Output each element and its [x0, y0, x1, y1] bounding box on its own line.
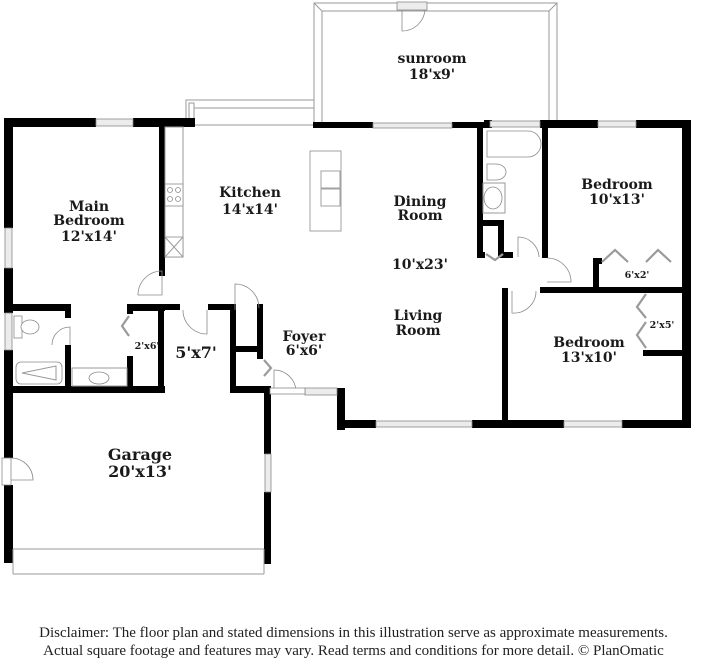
- disclaimer-line-2: Actual square footage and features may v…: [43, 643, 664, 659]
- windows: [4, 118, 637, 493]
- bedroom-se-dims: 13'x10': [561, 350, 617, 366]
- walls: [4, 118, 691, 564]
- bedroom-se-name: Bedroom: [553, 335, 625, 351]
- main-bedroom-name-2: Bedroom: [53, 213, 125, 229]
- kitchen-name: Kitchen: [219, 185, 281, 201]
- living-dining-dims: 10'x23': [392, 257, 448, 273]
- foyer-name: Foyer: [283, 329, 327, 345]
- disclaimer-line-1: Disclaimer: The floor plan and stated di…: [39, 625, 668, 641]
- bifold-doors: [120, 248, 672, 377]
- foyer-dims: 6'x6': [286, 343, 322, 359]
- fixtures: [12, 126, 542, 575]
- kitchen-bumpout: [185, 99, 315, 126]
- garage-dims: 20'x13': [108, 462, 172, 481]
- closet-main-dims: 2'x6': [135, 341, 160, 352]
- main-bedroom-name-1: Main: [69, 199, 109, 215]
- garage-name: Garage: [108, 445, 172, 464]
- living-name-2: Room: [395, 323, 440, 339]
- dining-name-1: Dining: [394, 194, 447, 210]
- floor-plan: sunroom 18'x9' Kitchen 14'x14' Dining Ro…: [1, 1, 691, 575]
- living-name-1: Living: [394, 308, 443, 324]
- room-labels: sunroom 18'x9' Kitchen 14'x14' Dining Ro…: [53, 51, 674, 481]
- dining-name-2: Room: [397, 208, 442, 224]
- disclaimer: Disclaimer: The floor plan and stated di…: [0, 624, 707, 660]
- sunroom-dims: 18'x9': [409, 67, 455, 83]
- closet-se-dims: 2'x5': [650, 320, 675, 331]
- kitchen-dims: 14'x14': [222, 202, 278, 218]
- closet-ne-dims: 6'x2': [625, 270, 650, 281]
- hall-dims: 5'x7': [175, 343, 217, 362]
- bedroom-ne-dims: 10'x13': [589, 192, 645, 208]
- main-bedroom-dims: 12'x14': [61, 229, 117, 245]
- bedroom-ne-name: Bedroom: [581, 177, 653, 193]
- sunroom-name: sunroom: [397, 51, 466, 67]
- doors: [1, 236, 572, 486]
